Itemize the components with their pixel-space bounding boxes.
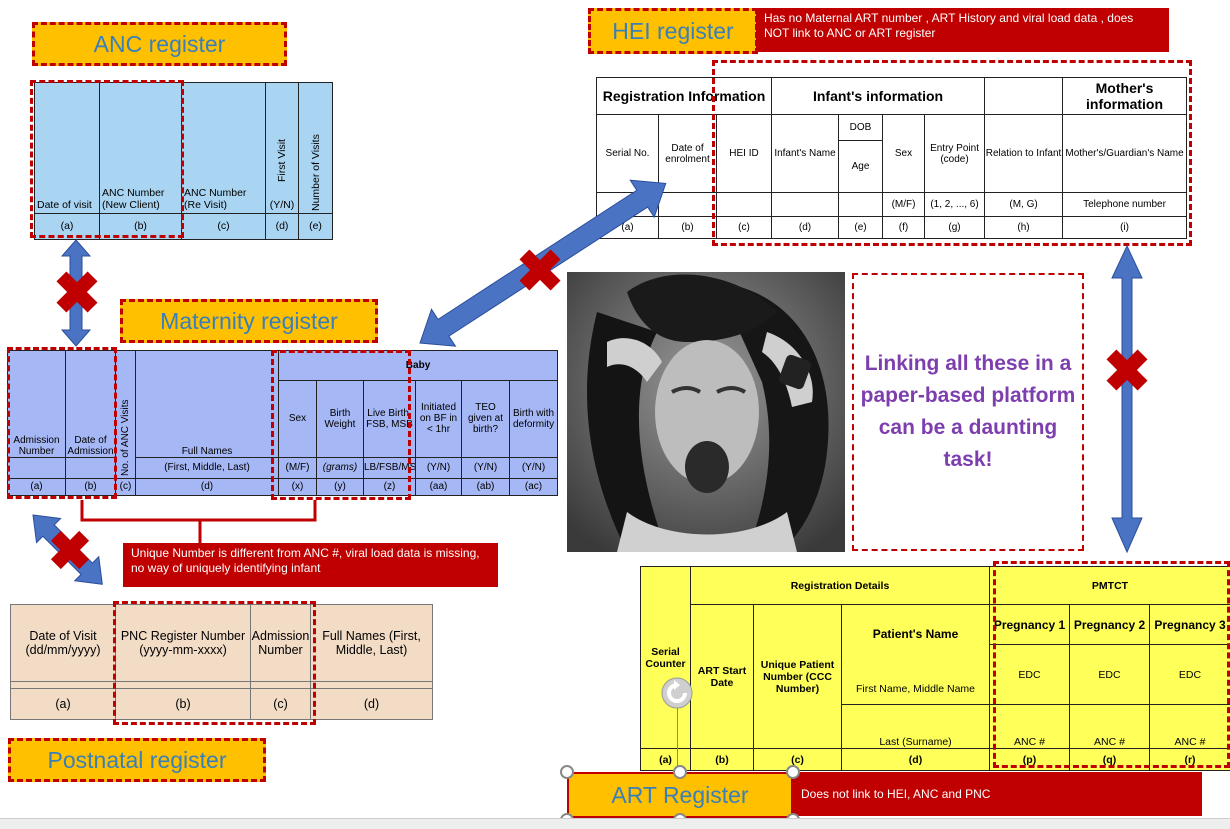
cross-icon [42,239,1158,578]
maternity-bracket [82,500,315,545]
bottom-bar [0,818,1230,829]
arrow-hei-art [1112,246,1142,552]
